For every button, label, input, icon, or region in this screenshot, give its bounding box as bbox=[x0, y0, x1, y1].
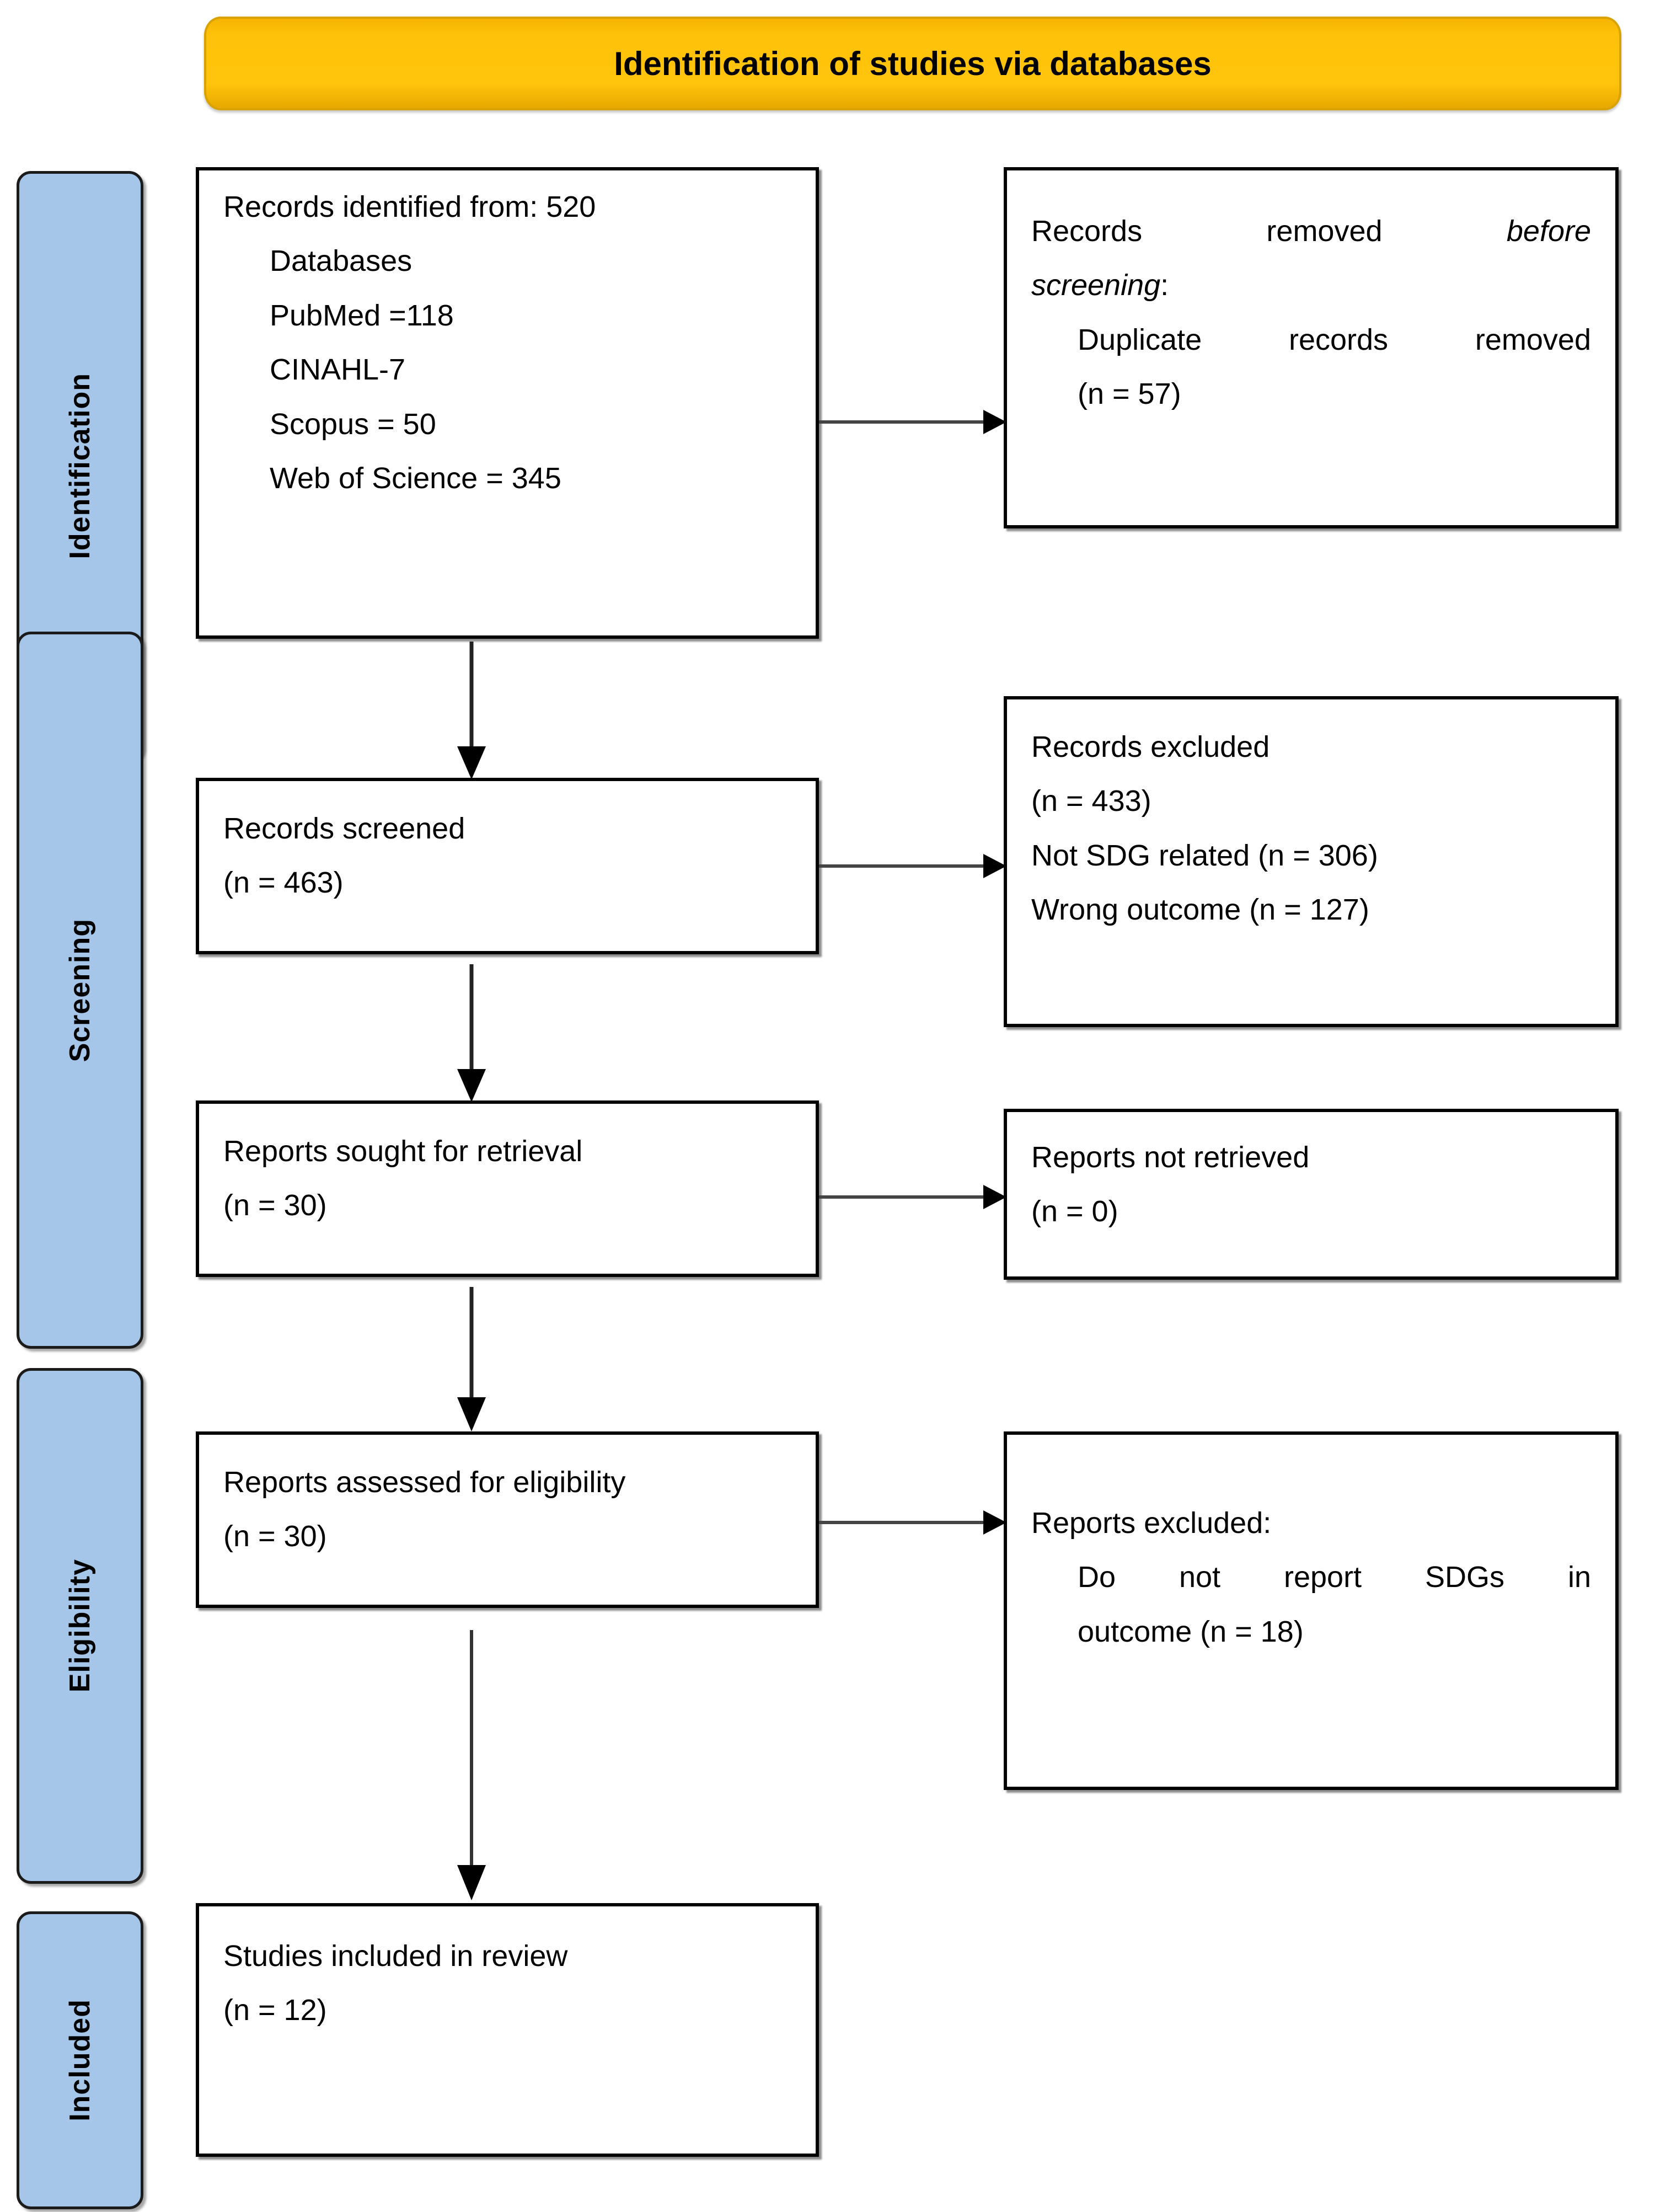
records-identified-line-4: CINAHL-7 bbox=[270, 353, 406, 387]
box-studies-included-in-review: Studies included in review (n = 12) bbox=[196, 1903, 819, 2157]
records-removed-text-a: Records removed bbox=[1031, 215, 1507, 248]
records-removed-line-3: Duplicate records removed bbox=[1078, 323, 1591, 356]
arrow-assessed-to-included bbox=[452, 1630, 491, 1900]
records-removed-line-4: (n = 57) bbox=[1078, 377, 1181, 411]
stage-tab-included-label: Included bbox=[64, 1999, 96, 2122]
reports-assessed-line-1: Reports assessed for eligibility bbox=[223, 1466, 626, 1499]
records-screened-line-2: (n = 463) bbox=[223, 866, 344, 900]
reports-not-retrieved-line-1: Reports not retrieved bbox=[1031, 1141, 1310, 1174]
records-removed-line-1: Records removed before bbox=[1031, 215, 1591, 248]
box-reports-not-retrieved: Reports not retrieved (n = 0) bbox=[1004, 1109, 1619, 1280]
records-removed-line-2: screening: bbox=[1031, 269, 1591, 302]
reports-excluded-line-2: Do not report SDGs in bbox=[1078, 1561, 1591, 1594]
stage-tab-eligibility: Eligibility bbox=[17, 1368, 143, 1884]
stage-tab-identification-label: Identification bbox=[64, 373, 96, 559]
stage-tab-included: Included bbox=[17, 1911, 143, 2209]
reports-not-retrieved-line-2: (n = 0) bbox=[1031, 1195, 1118, 1228]
records-removed-text-before: before bbox=[1506, 215, 1591, 248]
stage-tab-screening-label: Screening bbox=[64, 918, 96, 1062]
arrow-screened-to-excluded bbox=[819, 849, 1006, 883]
records-identified-line-1: Records identified from: 520 bbox=[223, 190, 596, 223]
arrow-screened-to-reports-sought bbox=[452, 964, 491, 1102]
records-excluded-line-2: (n = 433) bbox=[1031, 784, 1151, 818]
records-removed-text-screening: screening bbox=[1031, 269, 1161, 302]
arrow-identified-to-removed bbox=[819, 405, 1006, 439]
box-records-screened: Records screened (n = 463) bbox=[196, 778, 819, 954]
records-identified-line-5: Scopus = 50 bbox=[270, 407, 436, 441]
box-records-excluded: Records excluded (n = 433) Not SDG relat… bbox=[1004, 696, 1619, 1027]
box-reports-excluded: Reports excluded: Do not report SDGs in … bbox=[1004, 1431, 1619, 1790]
stage-tab-eligibility-label: Eligibility bbox=[64, 1559, 96, 1693]
arrow-identified-to-screened bbox=[452, 642, 491, 779]
records-excluded-line-1: Records excluded bbox=[1031, 730, 1270, 763]
records-screened-line-1: Records screened bbox=[223, 812, 465, 845]
arrow-assessed-to-reports-excluded bbox=[819, 1506, 1006, 1539]
records-removed-text-colon: : bbox=[1160, 269, 1169, 302]
reports-excluded-line-1: Reports excluded: bbox=[1031, 1506, 1272, 1540]
diagram-title: Identification of studies via databases bbox=[614, 45, 1212, 82]
box-reports-sought-for-retrieval: Reports sought for retrieval (n = 30) bbox=[196, 1100, 819, 1277]
reports-sought-line-1: Reports sought for retrieval bbox=[223, 1135, 583, 1168]
studies-included-line-1: Studies included in review bbox=[223, 1939, 568, 1973]
box-records-removed-before-screening: Records removed before screening: Duplic… bbox=[1004, 167, 1619, 528]
records-identified-line-2: Databases bbox=[270, 244, 413, 278]
reports-assessed-line-2: (n = 30) bbox=[223, 1520, 327, 1553]
arrow-sought-to-not-retrieved bbox=[819, 1180, 1006, 1214]
box-reports-assessed-for-eligibility: Reports assessed for eligibility (n = 30… bbox=[196, 1431, 819, 1608]
records-excluded-line-3: Not SDG related (n = 306) bbox=[1031, 838, 1378, 872]
stage-tab-screening: Screening bbox=[17, 632, 143, 1349]
records-identified-line-6: Web of Science = 345 bbox=[270, 462, 561, 495]
studies-included-line-2: (n = 12) bbox=[223, 1994, 327, 2027]
records-excluded-line-4: Wrong outcome (n = 127) bbox=[1031, 893, 1369, 927]
arrow-sought-to-assessed bbox=[452, 1287, 491, 1431]
records-identified-line-3: PubMed =118 bbox=[270, 298, 454, 332]
reports-excluded-line-3: outcome (n = 18) bbox=[1078, 1615, 1304, 1648]
reports-sought-line-2: (n = 30) bbox=[223, 1189, 327, 1222]
box-records-identified: Records identified from: 520 Databases P… bbox=[196, 167, 819, 639]
diagram-header-banner: Identification of studies via databases bbox=[204, 17, 1621, 110]
